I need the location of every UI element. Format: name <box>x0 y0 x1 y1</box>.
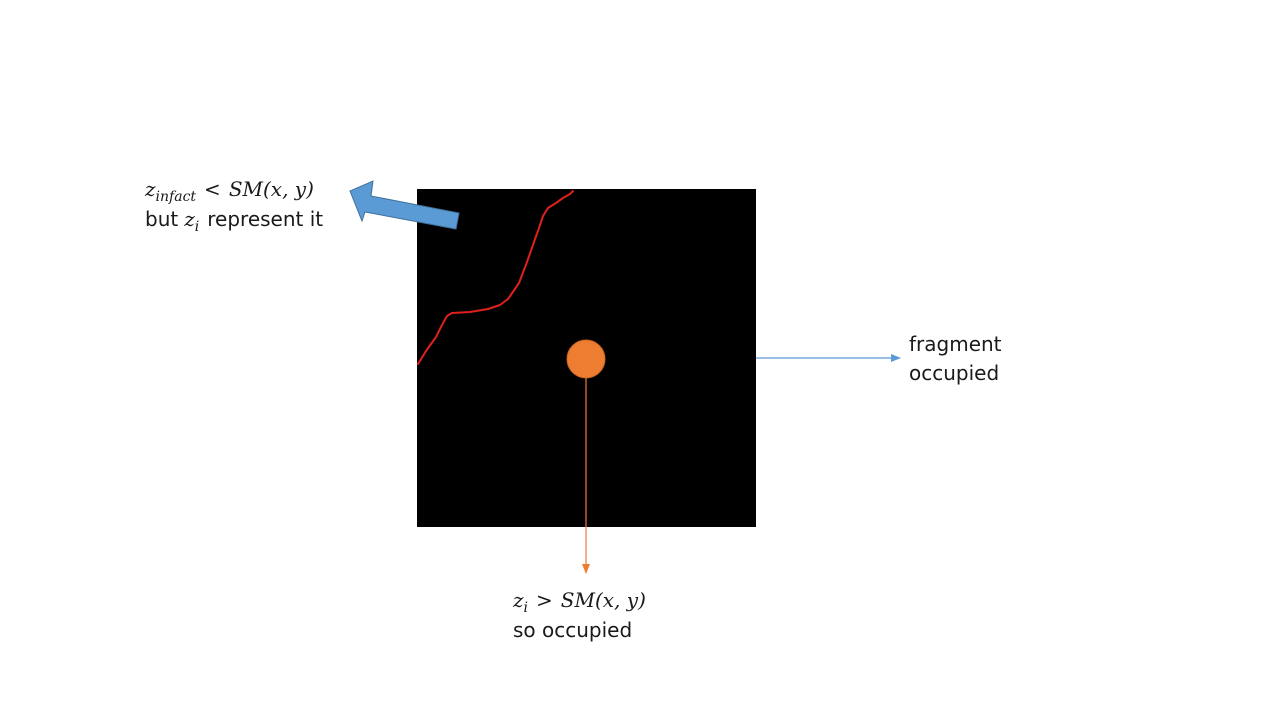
so-occupied-label: so occupied <box>513 618 632 642</box>
surface-curve <box>417 190 574 365</box>
bottom-formula-rhs: SM(x, y) <box>561 588 646 612</box>
represent-caption-var: z <box>183 207 195 231</box>
bottom-formula-lhs-subscript: i <box>524 600 528 616</box>
bottom-formula-lhs-base: z <box>512 588 524 612</box>
formula-operator: < <box>204 177 221 201</box>
sample-depth-formula: zi > SM(x, y) <box>512 588 646 616</box>
represent-caption-suffix: represent it <box>207 207 323 231</box>
represent-caption-prefix: but <box>145 207 178 231</box>
formula-lhs-base: z <box>144 177 156 201</box>
represent-caption-var-subscript: i <box>195 219 199 235</box>
formula-rhs: SM(x, y) <box>229 177 314 201</box>
sample-point <box>566 339 606 379</box>
bottom-formula-operator: > <box>536 588 553 612</box>
occupied-label: occupied <box>909 361 999 385</box>
block-arrow-left-icon <box>349 180 460 230</box>
formula-lhs-subscript: infact <box>156 189 197 205</box>
fragment-label: fragment <box>909 332 1002 356</box>
infact-depth-formula: zinfact < SM(x, y) <box>144 177 314 205</box>
